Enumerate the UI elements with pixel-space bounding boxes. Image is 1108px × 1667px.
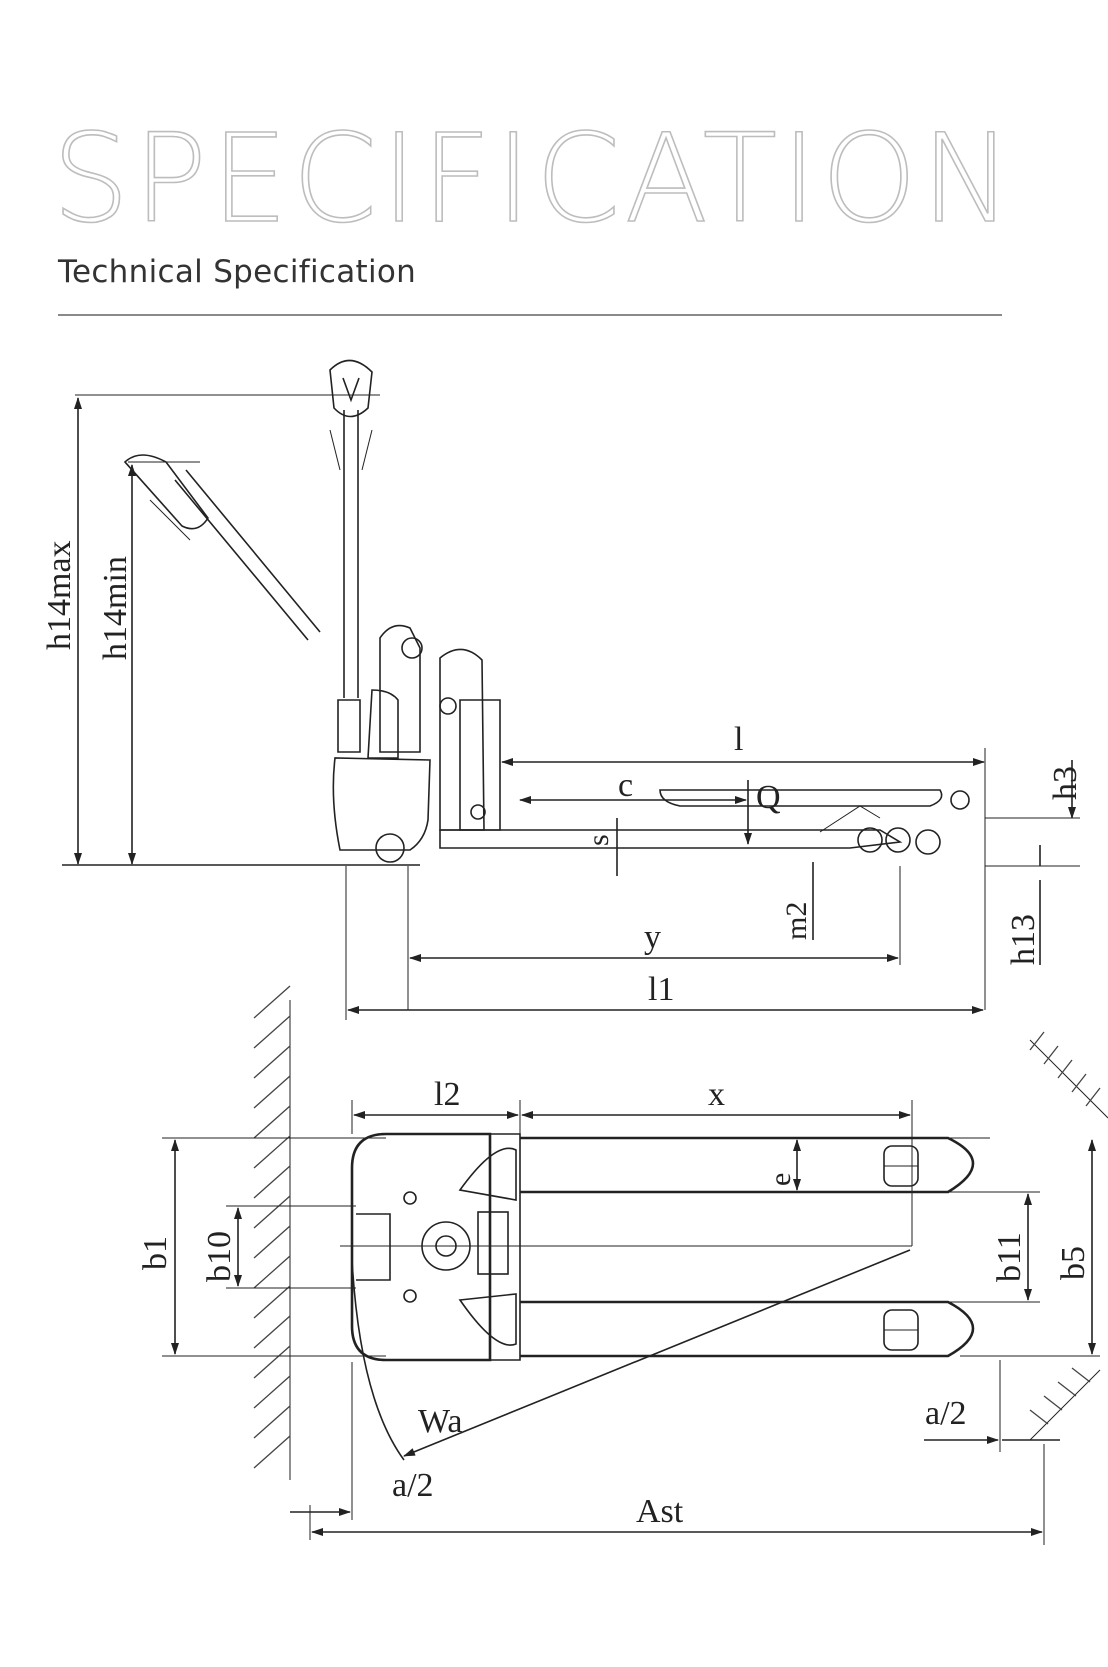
label-h13: h13 (1005, 914, 1042, 965)
wall-hatch-left (253, 985, 291, 1480)
label-s: s (582, 834, 615, 846)
wall-hatch-top-right (1029, 1031, 1108, 1119)
label-h14max: h14max (41, 540, 78, 650)
label-x: x (708, 1076, 725, 1113)
label-b10: b10 (201, 1231, 238, 1282)
label-a2-right: a/2 (925, 1395, 967, 1432)
label-y: y (644, 919, 661, 956)
section-subtitle: Technical Specification (58, 254, 417, 290)
truck-body (332, 624, 501, 863)
page-title: SPECIFICATION (51, 108, 1017, 250)
label-b5: b5 (1055, 1246, 1092, 1280)
label-Wa: Wa (418, 1403, 462, 1440)
label-h3: h3 (1047, 766, 1084, 800)
label-Ast: Ast (636, 1493, 684, 1530)
label-h14min: h14min (97, 556, 134, 660)
label-l2: l2 (434, 1076, 460, 1113)
label-Q: Q (756, 779, 781, 816)
label-c: c (618, 767, 633, 804)
title-divider (58, 314, 1002, 316)
wall-hatch-bottom-right (1029, 1367, 1101, 1441)
top-view: l2 x e b1 b10 b11 b5 Wa (137, 985, 1108, 1545)
label-m2: m2 (780, 902, 813, 940)
tiller-upright (329, 359, 373, 698)
label-a2-left: a/2 (392, 1467, 434, 1504)
forks-top (520, 1136, 975, 1358)
tiller-inclined (123, 454, 321, 641)
turning-radius-wa: Wa (351, 1249, 911, 1461)
side-view: h14max h14min l c Q s h3 h13 m2 y l (41, 359, 1084, 1020)
label-b1: b1 (137, 1236, 174, 1270)
label-l1: l1 (648, 971, 674, 1008)
label-e: e (764, 1173, 797, 1186)
label-l: l (734, 721, 743, 758)
chassis-top (350, 1132, 521, 1362)
label-b11: b11 (991, 1232, 1028, 1282)
